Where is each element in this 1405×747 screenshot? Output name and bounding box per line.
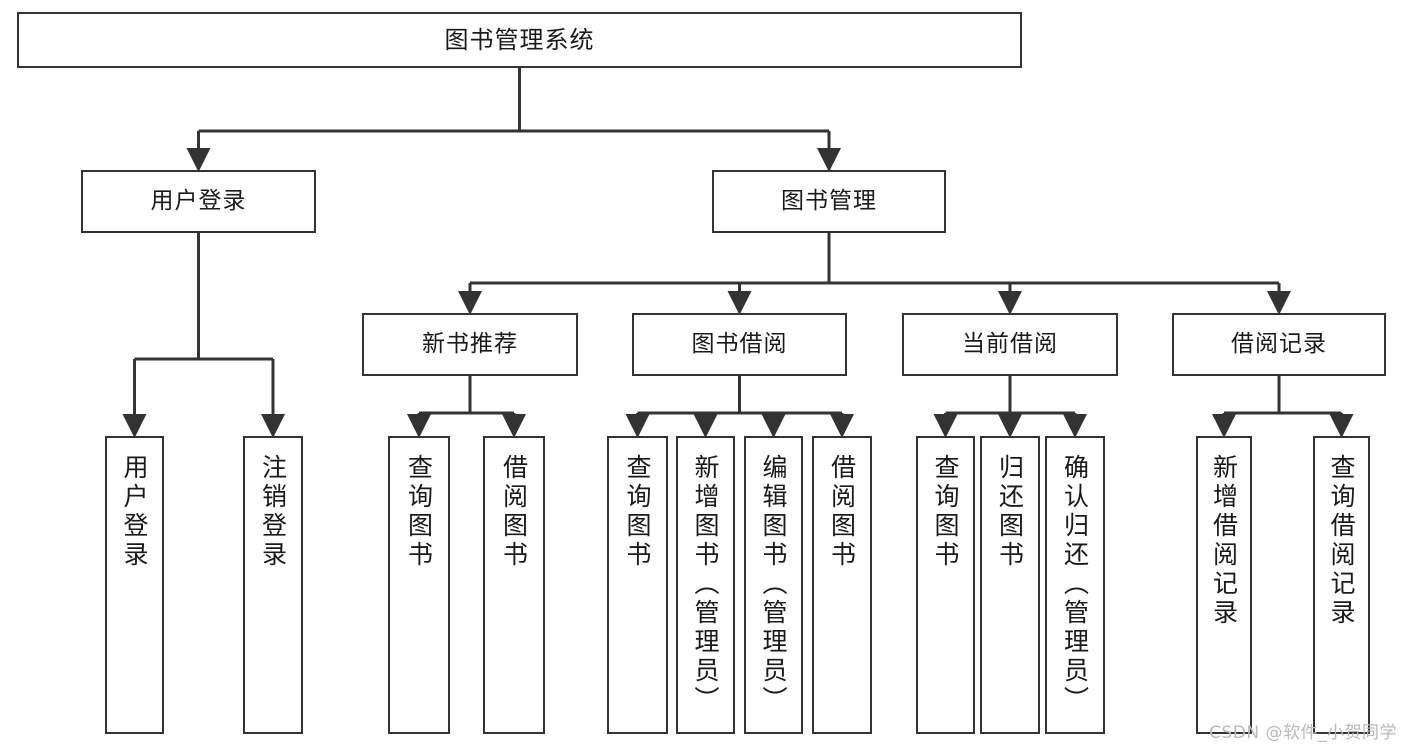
node-leaf10[interactable]: 归还图书 bbox=[980, 436, 1040, 734]
node-label: 图书管理 bbox=[781, 187, 877, 214]
node-bookmgr[interactable]: 图书管理 bbox=[712, 170, 946, 233]
node-root[interactable]: 图书管理系统 bbox=[17, 12, 1022, 68]
node-label: 借阅记录 bbox=[1231, 330, 1327, 357]
node-label: 用户登录 bbox=[120, 454, 149, 570]
node-label: 归还图书 bbox=[995, 454, 1025, 570]
node-leaf5[interactable]: 查询图书 bbox=[607, 436, 668, 734]
node-label: 查询图书 bbox=[404, 454, 434, 570]
node-label: 注销登录 bbox=[258, 454, 288, 570]
node-label: 编辑图书（管理员） bbox=[759, 454, 788, 715]
node-records[interactable]: 借阅记录 bbox=[1172, 313, 1386, 376]
node-label: 借阅图书 bbox=[499, 454, 529, 570]
node-leaf9[interactable]: 查询图书 bbox=[916, 436, 975, 734]
node-label: 新书推荐 bbox=[422, 330, 518, 357]
node-leaf4[interactable]: 借阅图书 bbox=[483, 436, 545, 734]
node-label: 查询借阅记录 bbox=[1327, 454, 1356, 628]
node-label: 查询图书 bbox=[931, 454, 960, 570]
node-leaf7[interactable]: 编辑图书（管理员） bbox=[744, 436, 803, 734]
node-label: 借阅图书 bbox=[827, 454, 857, 570]
node-label: 图书管理系统 bbox=[444, 25, 595, 54]
node-leaf8[interactable]: 借阅图书 bbox=[812, 436, 872, 734]
node-label: 用户登录 bbox=[150, 187, 247, 214]
node-leaf3[interactable]: 查询图书 bbox=[388, 436, 450, 734]
node-label: 新增借阅记录 bbox=[1209, 454, 1239, 628]
node-leaf2[interactable]: 注销登录 bbox=[243, 436, 303, 734]
node-leaf13[interactable]: 查询借阅记录 bbox=[1313, 436, 1370, 734]
node-leaf11[interactable]: 确认归还（管理员） bbox=[1045, 436, 1105, 734]
node-label: 确认归还（管理员） bbox=[1060, 454, 1090, 715]
node-newbook[interactable]: 新书推荐 bbox=[362, 313, 578, 376]
node-label: 新增图书（管理员） bbox=[691, 454, 720, 715]
node-label: 当前借阅 bbox=[962, 330, 1058, 357]
node-leaf6[interactable]: 新增图书（管理员） bbox=[676, 436, 735, 734]
node-borrow[interactable]: 图书借阅 bbox=[632, 313, 847, 376]
node-current[interactable]: 当前借阅 bbox=[902, 313, 1118, 376]
node-leaf12[interactable]: 新增借阅记录 bbox=[1196, 436, 1252, 734]
node-login[interactable]: 用户登录 bbox=[81, 170, 316, 233]
csdn-watermark: CSDN @软件_小贺同学 bbox=[1209, 723, 1397, 743]
node-leaf1[interactable]: 用户登录 bbox=[105, 436, 164, 734]
node-label: 查询图书 bbox=[623, 454, 652, 570]
node-label: 图书借阅 bbox=[691, 330, 788, 357]
